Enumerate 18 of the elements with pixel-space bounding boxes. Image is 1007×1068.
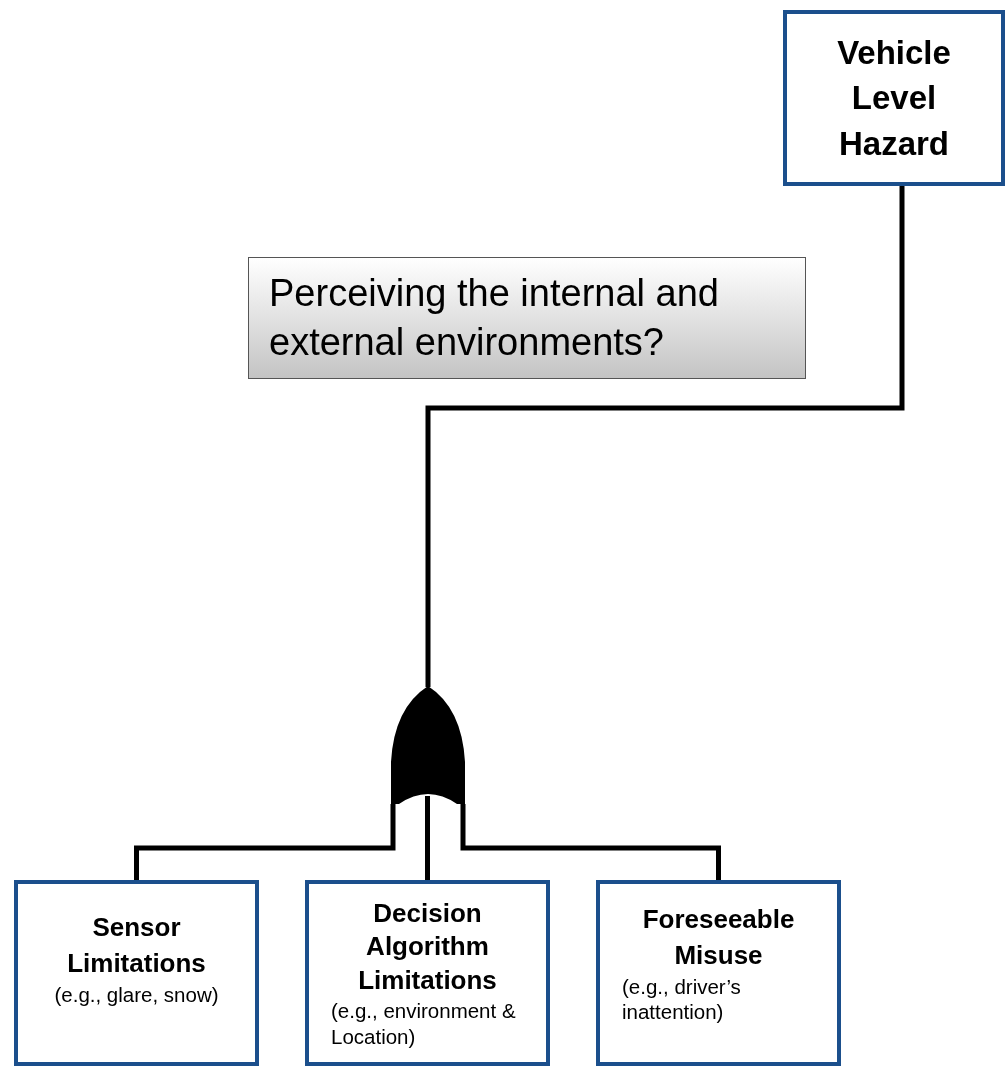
connector-line [425,186,905,687]
basic-event-box [14,880,259,1066]
connector-line [425,796,430,880]
intermediate-event-box [248,257,806,379]
event-title: Vehicle Level Hazard [836,33,952,164]
top-event-box [783,10,1005,186]
event-question: Perceiving the internal and external environments? [269,270,720,365]
event-title: Foreseeable Misuse [641,903,796,973]
event-example: (e.g., glare, snow) [53,981,220,1008]
or-gate-symbol [388,684,468,806]
connector-line [460,804,721,880]
event-title: Sensor Limitations [66,910,207,981]
basic-event-box [596,880,841,1066]
event-title: Decision Algorithm Limitations [357,896,498,998]
event-example: (e.g., environment & Location) [330,998,517,1050]
basic-event-box [305,880,550,1066]
connector-line [134,804,396,880]
event-example: (e.g., driver’s inattention) [621,973,742,1025]
